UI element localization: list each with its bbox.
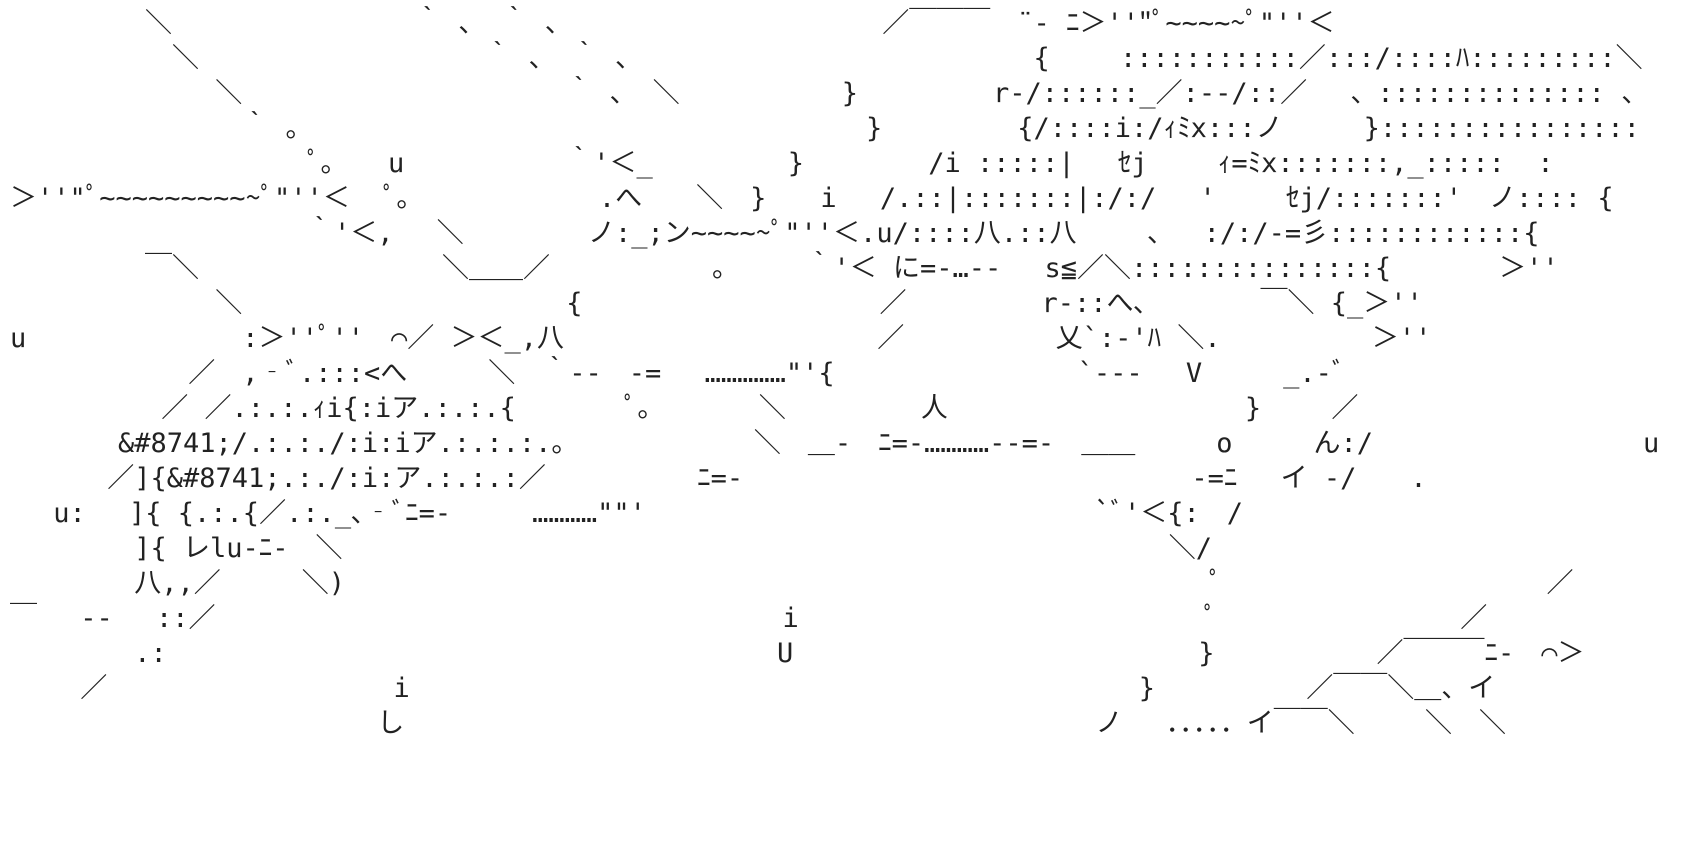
art-line: u :＞''ﾟ'' ⌒／ ＞＜_,八 ／ 乂`:‐'ﾊ ＼. ＞'': [10, 323, 1432, 354]
art-line: ﾟ。 u ｀'＜_ } /i :::::| ｾj ｨ=ﾐx:::::::,_::…: [10, 148, 1554, 179]
art-line: ＞''"ﾟ~~~~~~~~~~ﾟ"''＜ ﾟ。 .へ ＼ } i /.::|::…: [10, 183, 1614, 214]
art-line: ￣ ‐‐ ::／ i ﾟ ／: [10, 603, 1488, 634]
art-line: ｀'＜, ＼ ノ:_;ン~~~~~ﾟ"''＜.u/::::八.::八 、 :/:…: [10, 218, 1540, 249]
art-line: u: ]{ {.:.{／.:._､‐ﾞﾆ=‐ …………""' `ﾞ'＜{: /: [10, 498, 1244, 529]
art-line: ／]{&#8741;.:./:i:ア.:.:.:／ ﾆ=‐ ‐=ﾆ イ ‐/ .: [10, 463, 1427, 494]
art-line: ＼ ｀ 、 ＼ } r‐/::::::_／:‐‐/::／ 、::::::::::…: [10, 78, 1649, 109]
art-line: ／ i } ／￣￣＼＿、イ: [10, 673, 1496, 704]
art-line: ＼ { ／ r‐::へ､ ￣＼ {_＞'': [10, 288, 1423, 319]
art-line: ]{ レlu‐ﾆ‐ ＼ ＼/: [10, 533, 1213, 564]
art-line: ＼ ｀ 、 ｀ 、 ／￣￣￣ ¨‐ ﾆ＞''"ﾟ~~~~~ﾟ"''＜: [10, 8, 1335, 39]
art-line: 八,,／ ＼) ﾟ ／: [10, 568, 1574, 599]
art-line: ／ ,‐ﾞ.:::<へ ＼ ｀‐‐ ‐= ……………"'{ `‐‐‐ V _.-…: [10, 358, 1346, 389]
art-line: &#8741;/.:.:./:i:iア.:.:.:.。 ＼ ＿- ﾆ=‐……………: [10, 428, 1660, 459]
art-line: ｀ 。 } {/::::i:/ｨﾐx:::ノ }::::::::::::::::: [10, 113, 1640, 144]
art-line: ￣＼ ＼＿＿／ 。 ｀'＜ に=‐…‐‐ s≦／＼:::::::::::::::…: [10, 253, 1559, 284]
art-line: .: U } ／￣￣￣ﾆ‐ ⌒＞: [10, 638, 1585, 669]
art-line: し ノ ．．．．．イ￣￣＼ ＼ ＼: [10, 708, 1507, 739]
art-line: ＼ ｀ 、 ｀ 、 { :::::::::::／:::/::::ﾊ:::::::…: [10, 43, 1643, 74]
art-line: ／ ／.:.:.ｨi{:iア.:.:.{ ﾟ。 ＼ 人 } ／: [10, 393, 1359, 424]
ascii-art-block: ＼ ｀ 、 ｀ 、 ／￣￣￣ ¨‐ ﾆ＞''"ﾟ~~~~~ﾟ"''＜ ＼ ｀ 、…: [0, 6, 1659, 741]
